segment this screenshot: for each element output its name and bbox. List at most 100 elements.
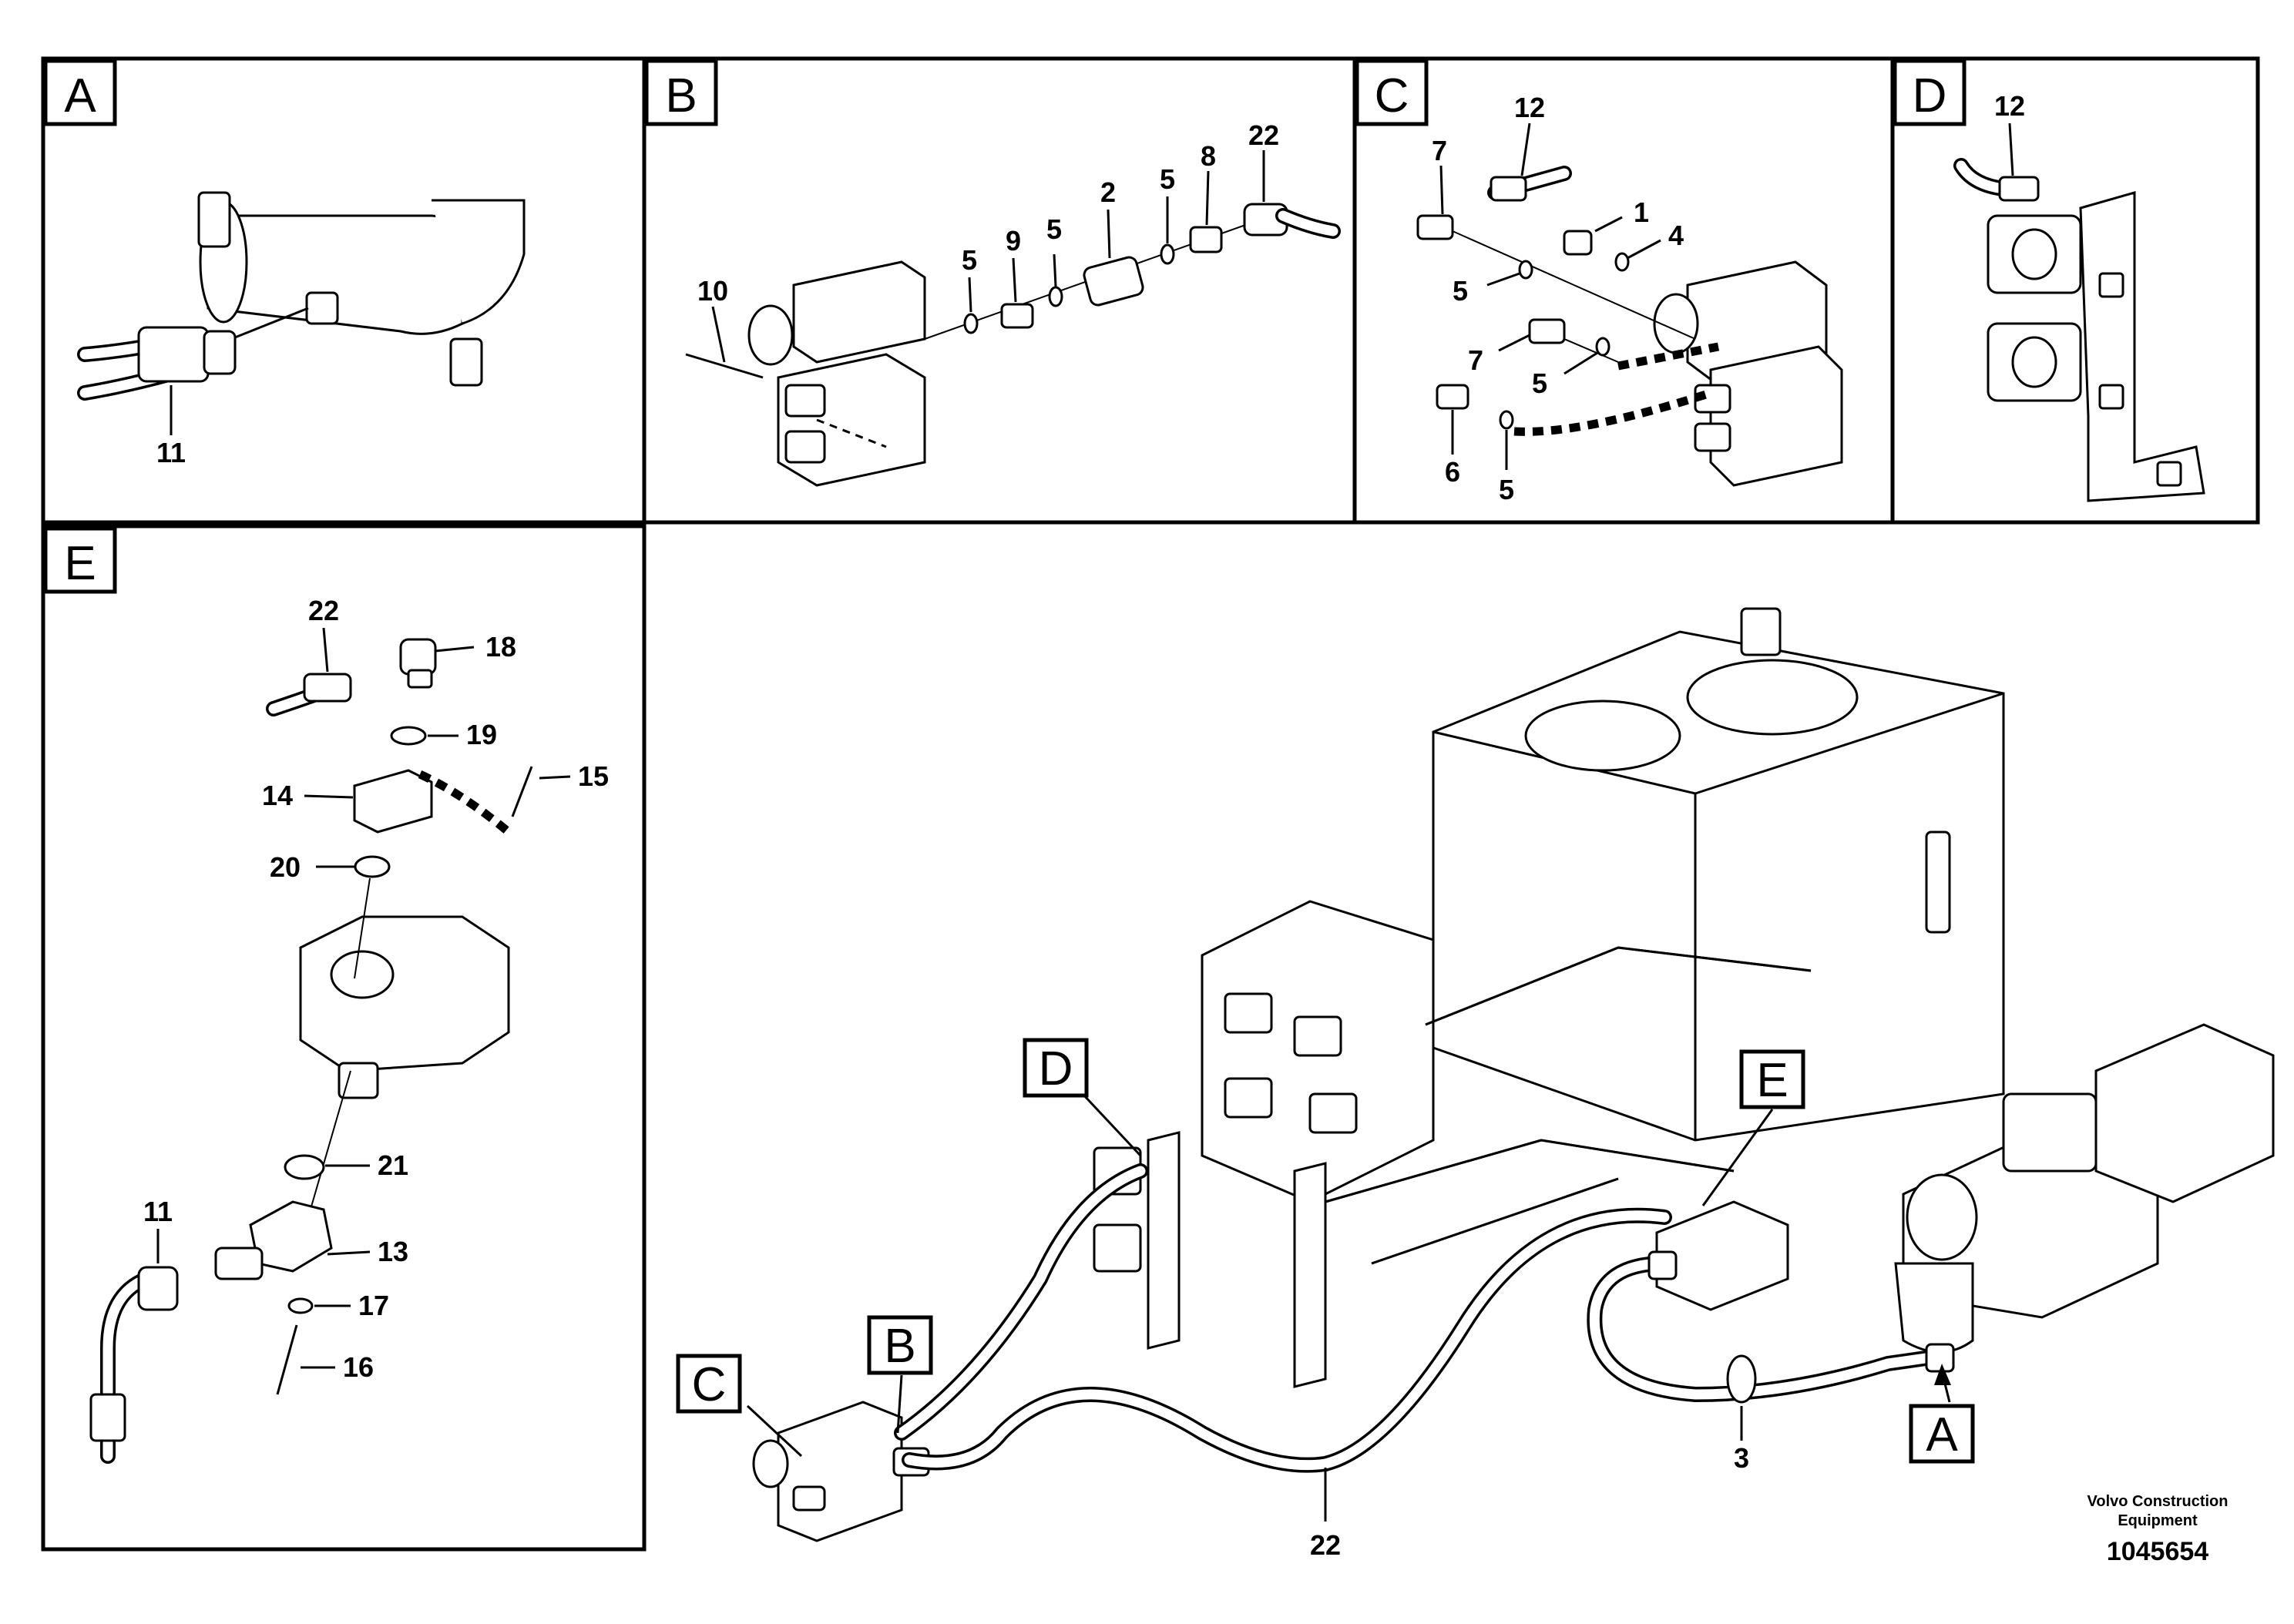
valve-c-block xyxy=(1709,345,1843,487)
callout-5-c: 5 xyxy=(1160,163,1175,195)
callout-9: 9 xyxy=(1006,225,1021,257)
panel-c-tag: C xyxy=(1355,59,1429,126)
seal-5c-a xyxy=(1518,260,1533,280)
callout-6: 6 xyxy=(1445,456,1460,488)
callout-3: 3 xyxy=(1734,1442,1749,1474)
panel-d-frame xyxy=(1890,56,2260,525)
svg-text:E: E xyxy=(1756,1054,1788,1107)
adapter-block-14 xyxy=(353,769,433,834)
panel-e-drawing: 22 18 19 14 15 20 21 1 xyxy=(89,595,609,1464)
sight-gauge xyxy=(1925,830,1951,934)
tank-cover-1 xyxy=(1524,700,1681,772)
adapter-8 xyxy=(1189,226,1223,253)
pipe-a xyxy=(1894,1262,1974,1354)
callout-12-c: 12 xyxy=(1514,92,1545,123)
callout-11-e: 11 xyxy=(143,1196,173,1227)
hose-nut xyxy=(203,330,237,375)
panel-c-drawing: 12 7 1 4 5 7 5 6 5 xyxy=(1416,92,1843,505)
callout-21: 21 xyxy=(378,1149,408,1181)
panel-e-frame xyxy=(41,524,647,1552)
seal-19 xyxy=(390,726,427,746)
port-fitting xyxy=(305,291,339,325)
seal-4 xyxy=(1614,252,1630,272)
seal-21 xyxy=(284,1154,325,1180)
pipe-drain xyxy=(449,337,483,387)
callout-7-b: 7 xyxy=(1468,344,1483,376)
callout-box-e: E xyxy=(1739,1049,1805,1109)
callout-16: 16 xyxy=(343,1351,374,1383)
seal-20 xyxy=(354,855,391,878)
pipe-elbow xyxy=(432,199,526,325)
callout-5-c-b: 5 xyxy=(1532,367,1547,399)
gear-pump-e xyxy=(1655,1200,1789,1311)
seal-5b xyxy=(1048,286,1063,307)
panel-tags: A B C D E xyxy=(43,59,1967,594)
callout-box-c: C xyxy=(676,1354,742,1414)
elbow-18 xyxy=(399,638,437,676)
callout-15: 15 xyxy=(578,760,609,792)
callout-22-overview: 22 xyxy=(1310,1529,1341,1561)
hose-fitting-22-e xyxy=(303,673,352,703)
solenoid xyxy=(747,304,794,366)
flange-d-lower xyxy=(1093,1223,1142,1273)
valve-fitting xyxy=(784,384,826,418)
overview-callouts: D E C B A 22 3 xyxy=(676,1038,1975,1561)
callout-17: 17 xyxy=(358,1290,389,1321)
panel-c-tag-text: C xyxy=(1375,69,1409,122)
callout-10: 10 xyxy=(697,275,728,307)
seal-5a xyxy=(963,313,979,334)
overview-drawing xyxy=(746,607,2275,1542)
mount-bracket xyxy=(2079,191,2205,502)
valve-head xyxy=(792,260,926,364)
callout-4: 4 xyxy=(1668,220,1684,251)
callout-box-b: B xyxy=(867,1315,933,1375)
callout-7-a: 7 xyxy=(1432,135,1447,166)
document-number: 1045654 xyxy=(2107,1537,2208,1566)
panel-e-tag-text: E xyxy=(64,537,96,590)
callout-5-b: 5 xyxy=(1046,213,1062,245)
svg-text:B: B xyxy=(884,1320,915,1373)
seal-5c xyxy=(1160,243,1175,265)
panel-a-drawing: 11 xyxy=(77,191,526,468)
callout-box-a: A xyxy=(1909,1404,1975,1464)
adapter-9 xyxy=(1000,303,1034,329)
aux-pump xyxy=(2094,1023,2275,1203)
hose-fitting xyxy=(137,326,210,383)
leader-line xyxy=(230,307,309,341)
callout-5-c-c: 5 xyxy=(1499,474,1514,505)
callout-20: 20 xyxy=(270,851,301,883)
panel-b-drawing: 10 5 9 5 2 5 8 22 xyxy=(685,119,1341,487)
brake-valve xyxy=(777,1401,903,1542)
panel-a-tag-text: A xyxy=(64,69,96,122)
elbow-7a xyxy=(1416,214,1454,240)
seal-5c-c xyxy=(1499,410,1514,430)
plug-1 xyxy=(1563,230,1593,256)
callout-18: 18 xyxy=(485,631,516,663)
panel-a-tag: A xyxy=(43,59,117,126)
footer: Volvo Construction Equipment 1045654 xyxy=(2087,1493,2229,1566)
panel-d-tag-text: D xyxy=(1913,69,1947,122)
svg-text:C: C xyxy=(692,1358,727,1411)
seal-5c-b xyxy=(1595,337,1611,357)
callout-11: 11 xyxy=(156,437,186,468)
callout-13: 13 xyxy=(378,1236,408,1267)
callout-22-b: 22 xyxy=(1248,119,1279,151)
callout-22-e: 22 xyxy=(308,595,339,626)
svg-text:D: D xyxy=(1039,1042,1073,1096)
panel-frames xyxy=(41,56,2260,1552)
pipe-clamp xyxy=(197,191,231,248)
panel-d-tag: D xyxy=(1893,59,1967,126)
hose-fitting-11-e xyxy=(137,1266,179,1311)
part-2 xyxy=(1083,256,1144,307)
seal-17 xyxy=(287,1297,314,1314)
company-name-line1: Volvo Construction xyxy=(2087,1493,2229,1510)
valve-fitting-2 xyxy=(784,430,826,464)
panel-d-drawing: 12 xyxy=(1953,90,2205,502)
callout-5-c-a: 5 xyxy=(1453,275,1468,307)
panel-b-tag: B xyxy=(644,59,718,126)
callout-19: 19 xyxy=(466,719,497,750)
panel-b-tag-text: B xyxy=(665,69,697,122)
callout-2: 2 xyxy=(1100,176,1116,208)
